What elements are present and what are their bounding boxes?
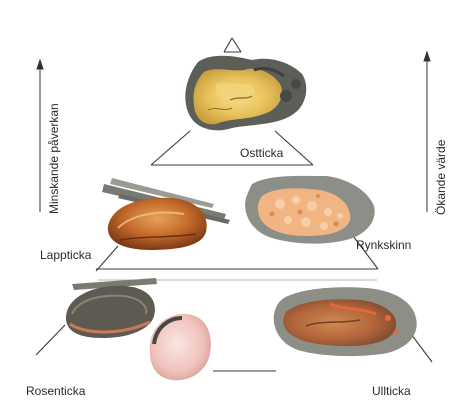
axis-label-left: Minskande påverkan [47,103,61,214]
tier3-left-edge [36,325,65,355]
ostticka-illustration [185,56,306,131]
label-ullticka: Ullticka [372,384,411,398]
label-rosenticka: Rosenticka [26,384,85,398]
rosenticka-illustration [66,278,211,380]
ullticka-illustration [274,287,417,356]
tier2-left-edge [96,246,118,271]
right-arrow [424,52,430,212]
left-arrow [37,60,43,212]
rynkskinn-illustration [245,176,375,244]
label-rynkskinn: Rynkskinn [356,238,411,252]
apex-right-edge [232,38,241,52]
lappticka-illustration [102,178,230,250]
tier1-left-edge [151,131,190,165]
axis-label-right: Ökande värde [434,140,448,215]
label-lappticka: Lappticka [40,248,91,262]
apex-left-edge [224,38,232,52]
label-ostticka: Ostticka [240,146,283,160]
